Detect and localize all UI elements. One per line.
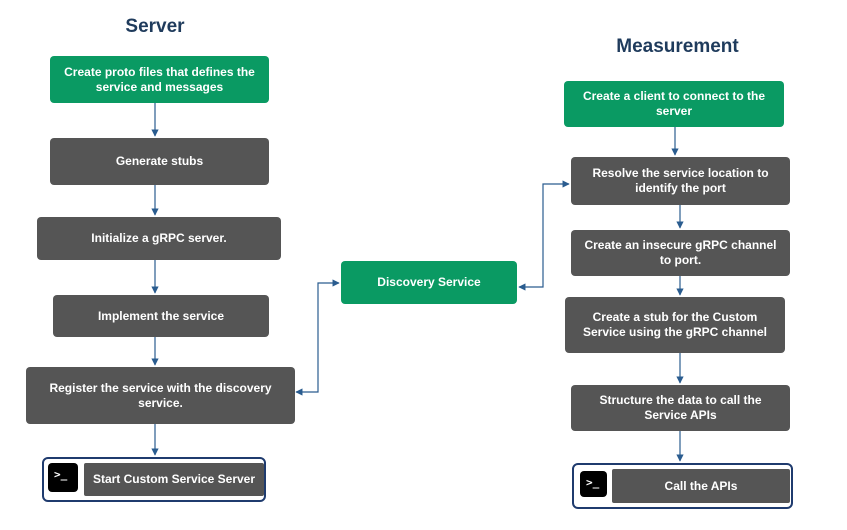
server-start-frame: >_ Start Custom Service Server	[42, 457, 266, 502]
measure-step-resolve: Resolve the service location to identify…	[571, 157, 790, 205]
server-step-implement: Implement the service	[53, 295, 269, 337]
measurement-title: Measurement	[616, 36, 739, 57]
server-step-generate-stubs: Generate stubs	[50, 138, 269, 185]
measure-step-call-apis: Call the APIs	[612, 469, 790, 503]
server-step-create-proto: Create proto files that defines the serv…	[50, 56, 269, 103]
terminal-icon: >_	[48, 463, 78, 492]
measure-step-structure: Structure the data to call the Service A…	[571, 385, 790, 431]
measure-step-stub: Create a stub for the Custom Service usi…	[565, 297, 785, 353]
link-discovery-resolve	[518, 180, 570, 291]
link-register-discovery	[295, 279, 340, 396]
discovery-service: Discovery Service	[341, 261, 517, 304]
measure-step-channel: Create an insecure gRPC channel to port.	[571, 230, 790, 276]
server-step-init-grpc: Initialize a gRPC server.	[37, 217, 281, 260]
server-step-register: Register the service with the discovery …	[26, 367, 295, 424]
terminal-icon: >_	[580, 471, 607, 497]
measure-step-create-client: Create a client to connect to the server	[564, 81, 784, 127]
server-step-start: Start Custom Service Server	[84, 463, 264, 496]
measure-call-frame: >_ Call the APIs	[572, 463, 793, 509]
server-title: Server	[125, 16, 185, 37]
